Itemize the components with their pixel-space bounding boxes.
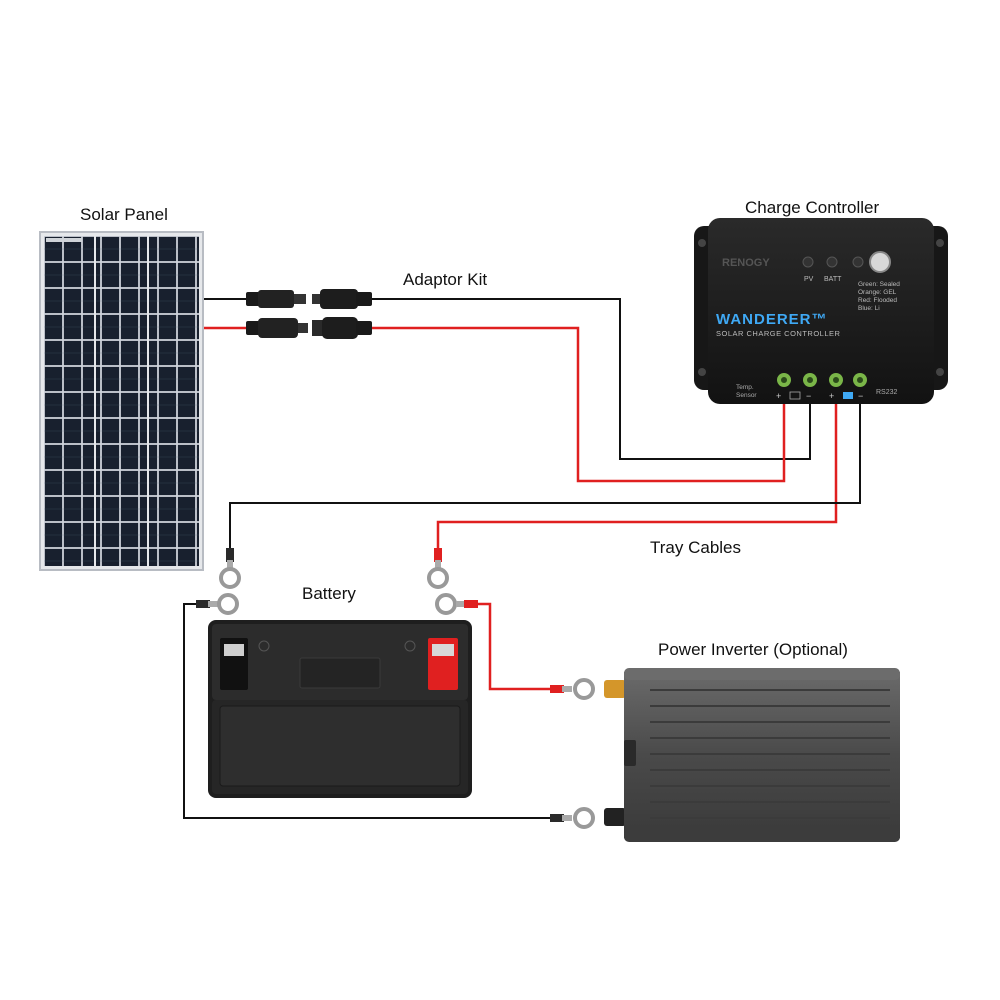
legend-line-3: Red: Flooded <box>858 297 897 304</box>
pv-negative-terminal <box>803 373 817 387</box>
inverter-positive-wire <box>478 602 552 691</box>
legend-line-2: Orange: GEL <box>858 289 897 296</box>
charge-controller: RENOGY PV BATT Green: Sealed Orange: GEL… <box>694 218 948 404</box>
mc4-connector-negative <box>246 289 372 309</box>
ring-terminal-positive-top <box>427 548 449 589</box>
status-led <box>852 256 864 268</box>
controller-subtitle: SOLAR CHARGE CONTROLLER <box>716 329 841 338</box>
battery-icon <box>843 392 853 399</box>
batt-plus-sign: + <box>829 391 834 401</box>
ring-terminal-negative-side <box>196 593 239 615</box>
ring-terminal-inverter-negative <box>550 807 595 829</box>
battery-label-plate <box>299 657 381 689</box>
adaptor-kit-label: Adaptor Kit <box>403 270 488 289</box>
legend-line-1: Green: Sealed <box>858 281 900 288</box>
solar-panel-label: Solar Panel <box>80 205 168 224</box>
legend-line-4: Blue: Li <box>858 305 880 312</box>
pv-minus-sign: − <box>806 391 811 401</box>
inverter-negative-post <box>604 808 626 826</box>
pv-led <box>802 256 814 268</box>
solar-icon <box>789 391 801 400</box>
solar-panel <box>39 231 204 571</box>
battery <box>208 620 472 798</box>
batt-minus-sign: − <box>858 391 863 401</box>
pv-positive-wire-2 <box>372 326 786 483</box>
batt-negative-terminal <box>853 373 867 387</box>
controller-brand: RENOGY <box>722 257 770 269</box>
ring-terminal-inverter-positive <box>550 678 595 700</box>
rs232-label: RS232 <box>876 389 898 396</box>
temp-sensor-label: Temp. <box>736 384 754 391</box>
batt-led <box>826 256 838 268</box>
pv-led-label: PV <box>804 276 814 283</box>
ring-terminal-negative-top <box>219 548 241 589</box>
power-inverter-label: Power Inverter (Optional) <box>658 640 848 659</box>
controller-model: WANDERER™ <box>716 311 828 328</box>
ring-terminal-positive-side <box>435 593 478 615</box>
battery-negative-tray-cable <box>229 392 861 548</box>
temp-sensor-label-2: Sensor <box>736 392 757 399</box>
battery-positive-tray-cable <box>436 392 838 548</box>
battery-label: Battery <box>302 584 356 603</box>
pv-positive-terminal <box>777 373 791 387</box>
mc4-connector-positive <box>246 317 372 339</box>
tray-cables-label: Tray Cables <box>650 538 742 557</box>
charge-controller-label: Charge Controller <box>745 198 880 217</box>
power-inverter <box>604 668 900 842</box>
pv-plus-sign: + <box>776 391 781 401</box>
pv-negative-wire-2 <box>372 298 811 460</box>
batt-led-label: BATT <box>824 276 842 283</box>
inverter-positive-post <box>604 680 626 698</box>
inverter-negative-wire <box>183 603 552 819</box>
controller-button <box>869 251 891 273</box>
batt-positive-terminal <box>829 373 843 387</box>
